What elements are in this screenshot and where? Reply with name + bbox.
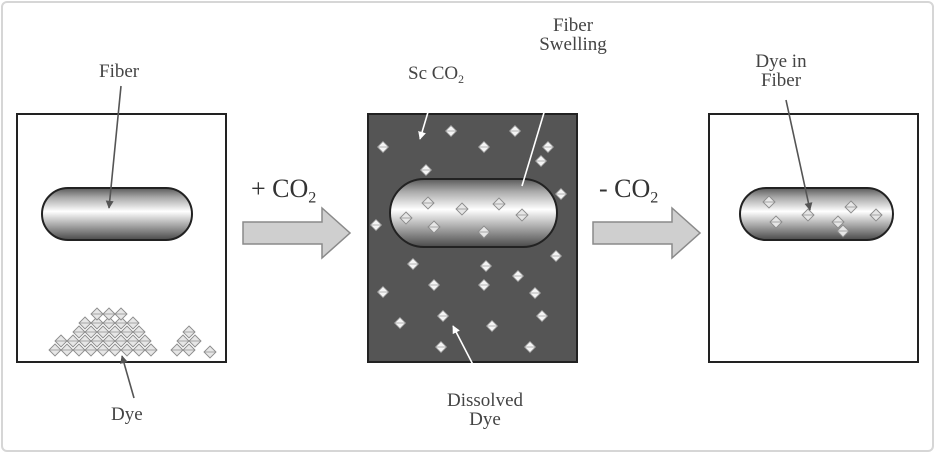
- fiber-swelling-line1: Fiber: [552, 15, 594, 36]
- label-dye-in-fiber: Dye in Fiber: [736, 52, 826, 90]
- panel-initial: [16, 85, 227, 399]
- dissolved-line1: Dissolved: [447, 390, 523, 411]
- process-arrow-add: [242, 206, 352, 260]
- fiber-swelling-line2: Swelling: [539, 34, 607, 55]
- pointer-sc-co2: [418, 91, 435, 140]
- label-sc-co2: Sc CO2: [408, 64, 464, 89]
- fiber-initial: [41, 187, 193, 241]
- remove-co2-sub: 2: [650, 189, 659, 207]
- label-remove-co2: - CO2: [599, 176, 658, 212]
- label-dye: Dye: [111, 405, 143, 424]
- dye-in-fiber-line2: Fiber: [760, 70, 802, 91]
- pointer-dye: [120, 355, 135, 399]
- label-fiber-text: Fiber: [99, 61, 140, 82]
- remove-co2-main: - CO: [599, 174, 651, 203]
- pointer-fiber: [105, 85, 122, 209]
- add-co2-main: + CO: [251, 174, 309, 203]
- add-co2-sub: 2: [308, 189, 317, 207]
- label-dissolved-dye: Dissolved Dye: [430, 391, 540, 429]
- pointer-dissolved-dye: [452, 325, 484, 385]
- label-dye-text: Dye: [111, 404, 143, 425]
- sc-co2-sub: 2: [458, 73, 465, 87]
- process-arrow-remove: [592, 206, 702, 260]
- pointer-fiber-swelling: [521, 75, 556, 187]
- panel-supercritical: [367, 75, 578, 385]
- dye-in-fiber-line1: Dye in: [755, 51, 807, 72]
- dissolved-line2: Dye: [469, 409, 501, 430]
- sc-co2-main: Sc CO: [408, 63, 459, 84]
- label-add-co2: + CO2: [251, 176, 316, 212]
- fiber-dyed: [739, 187, 894, 241]
- fiber-swollen: [389, 178, 558, 248]
- label-fiber: Fiber: [99, 62, 139, 81]
- label-fiber-swelling: Fiber Swelling: [527, 16, 619, 54]
- pointer-dye-in-fiber: [785, 99, 813, 211]
- panel-dyed: [708, 99, 919, 363]
